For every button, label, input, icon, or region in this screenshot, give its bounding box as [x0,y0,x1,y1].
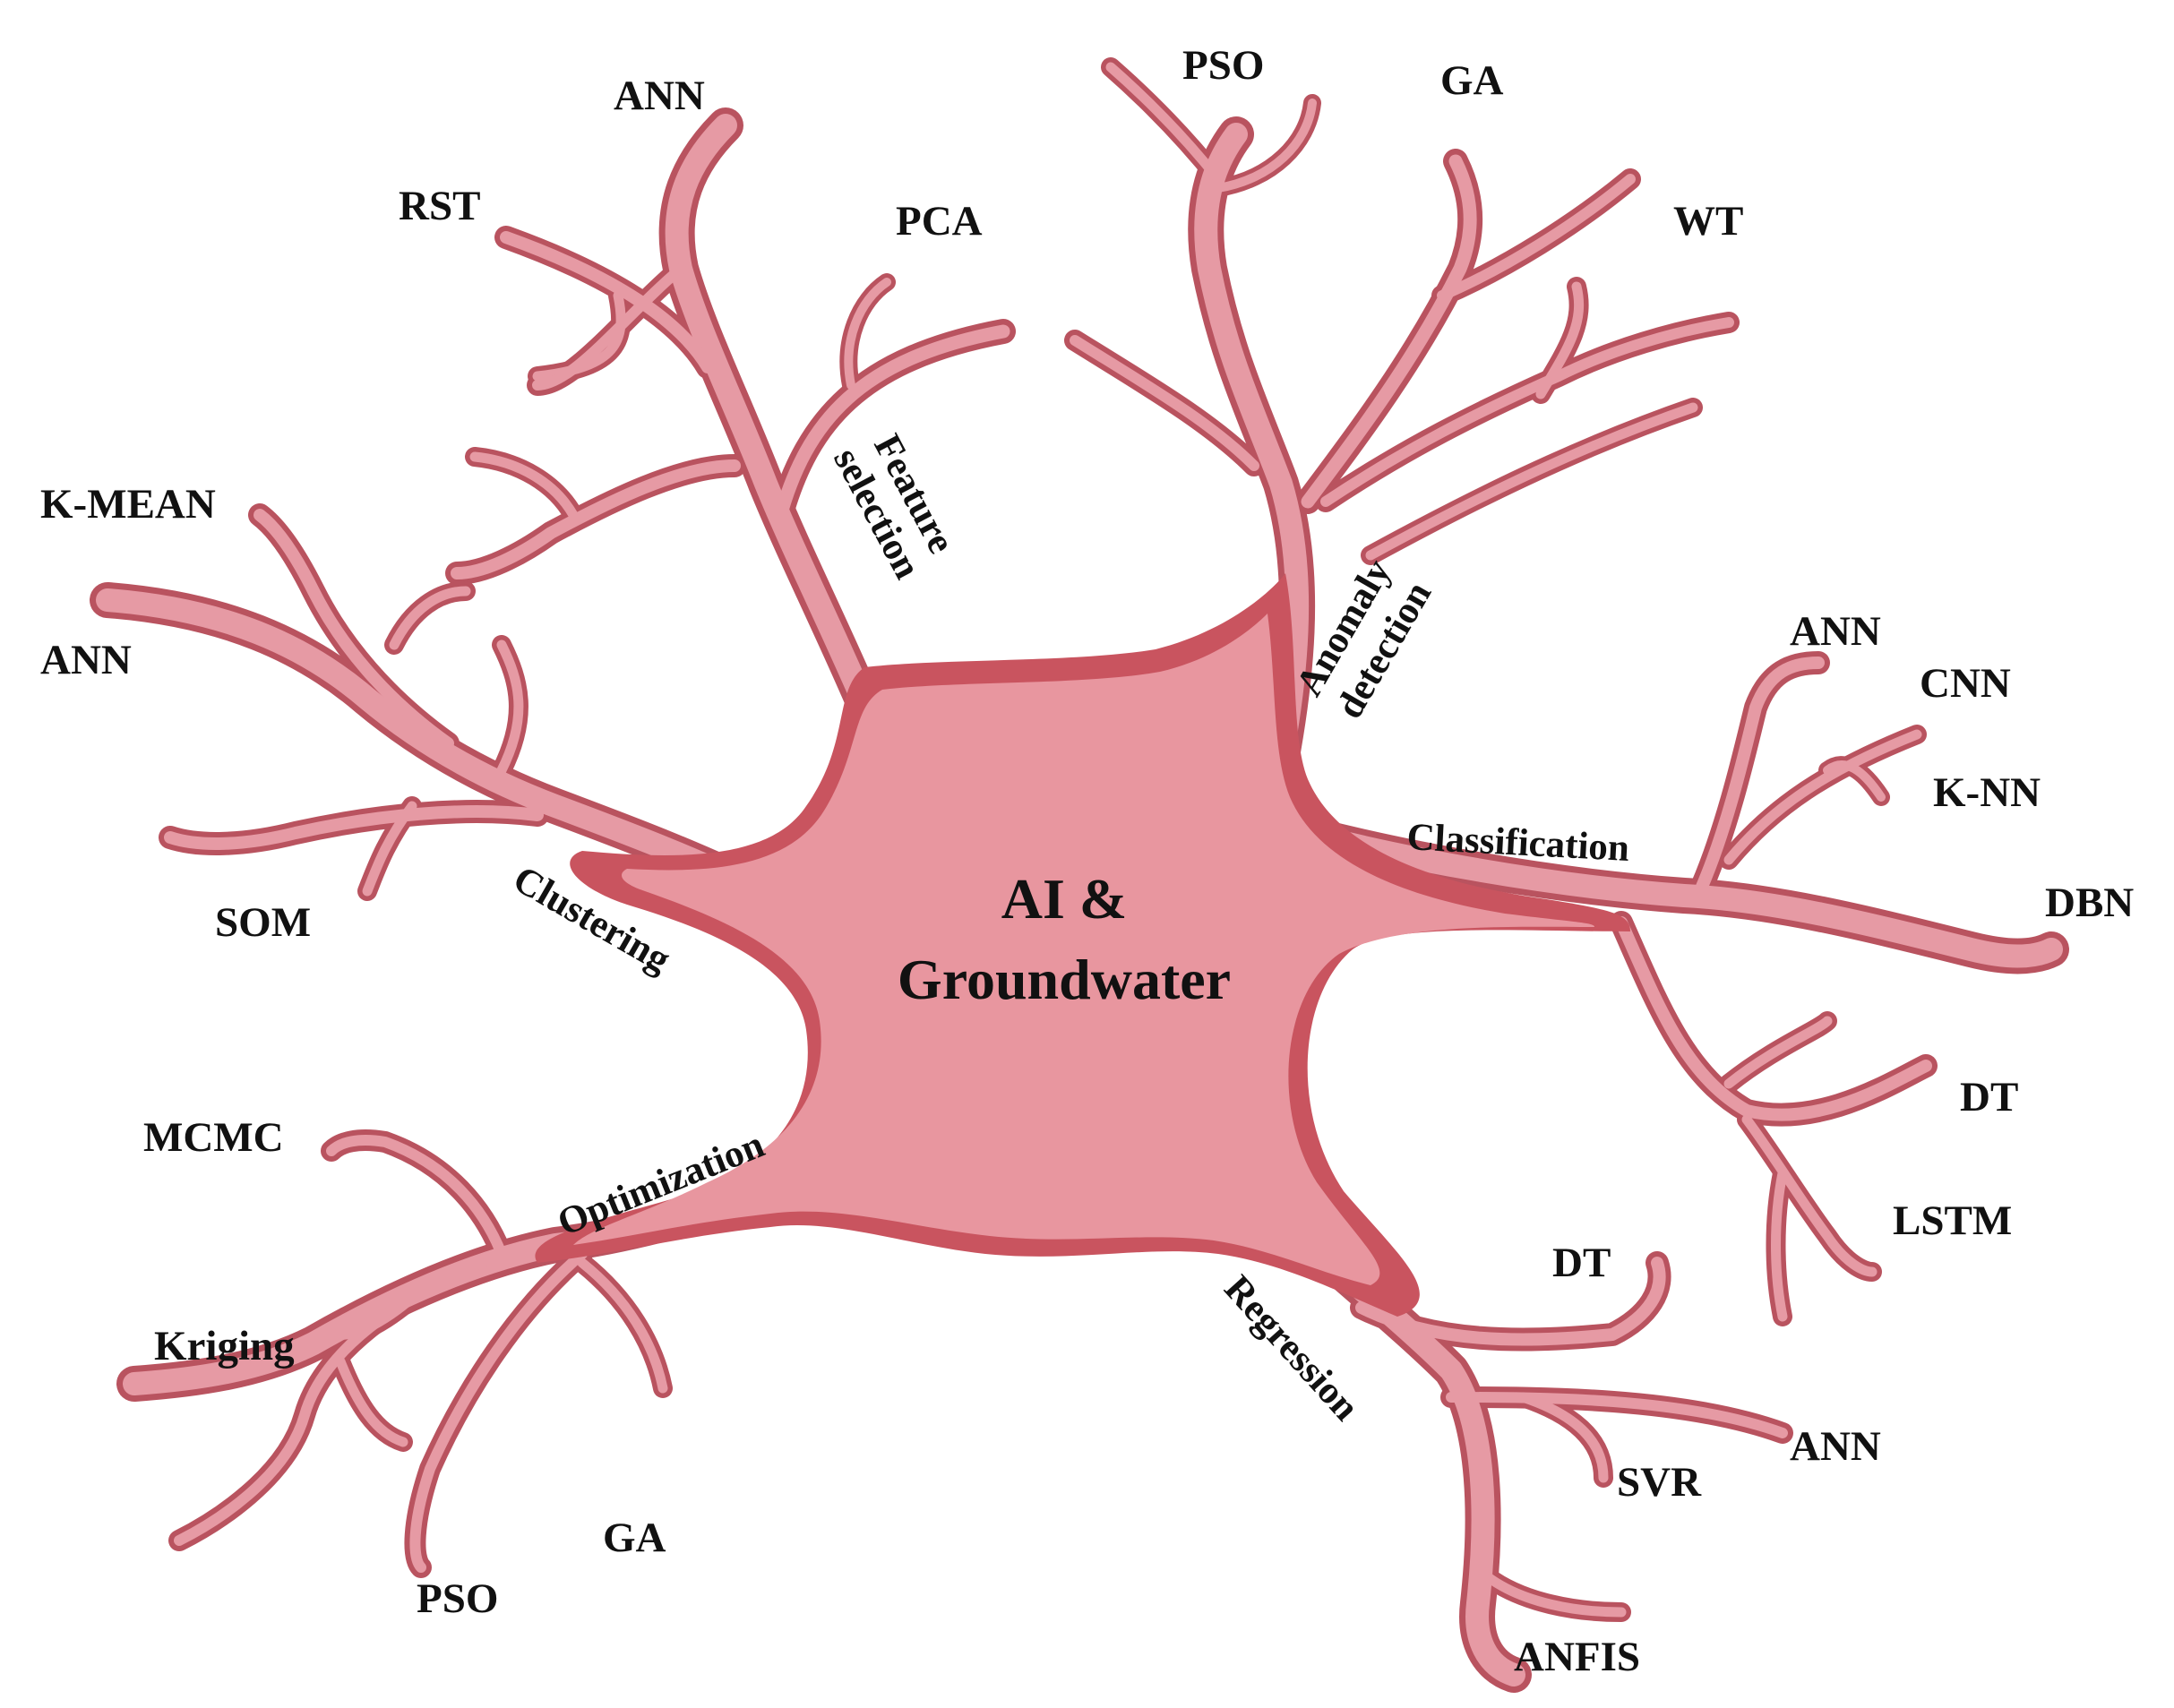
center-title-line1: AI & [1001,867,1127,931]
center-title: AI & Groundwater [898,867,1231,1011]
neuron-body-fill [573,614,1594,1285]
leaf-ann-regression: ANN [1790,1423,1881,1470]
leaf-ann-feature: ANN [614,73,705,119]
leaf-pca: PCA [896,198,983,245]
leaf-dt-classification: DT [1960,1074,2018,1120]
leaf-dt-regression: DT [1552,1240,1611,1286]
leaf-dbn: DBN [2045,880,2134,926]
leaf-cnn: CNN [1920,660,2011,707]
leaf-ann-classification: ANN [1790,608,1881,655]
leaf-kmean: K-MEAN [40,481,216,528]
leaf-anfis: ANFIS [1514,1634,1640,1680]
leaf-som: SOM [215,899,311,946]
leaf-svr: SVR [1617,1459,1702,1506]
leaf-rst: RST [399,183,480,229]
leaf-labels: ANN RST PCA PSO GA WT ANN CNN K-NN DBN D… [40,42,2134,1680]
leaf-lstm: LSTM [1893,1197,2012,1244]
leaf-mcmc: MCMC [143,1114,284,1161]
leaf-pso-optimization: PSO [417,1575,498,1622]
leaf-ga-anomaly: GA [1440,57,1504,104]
leaf-pso-anomaly: PSO [1182,42,1264,89]
leaf-knn: K-NN [1933,769,2041,816]
neuron-body [535,573,1631,1317]
center-title-line2: Groundwater [898,948,1231,1011]
leaf-ga-optimization: GA [603,1515,666,1561]
leaf-ann-clustering: ANN [40,637,132,683]
leaf-kriging: Kriging [154,1323,295,1369]
leaf-wt: WT [1673,198,1743,245]
